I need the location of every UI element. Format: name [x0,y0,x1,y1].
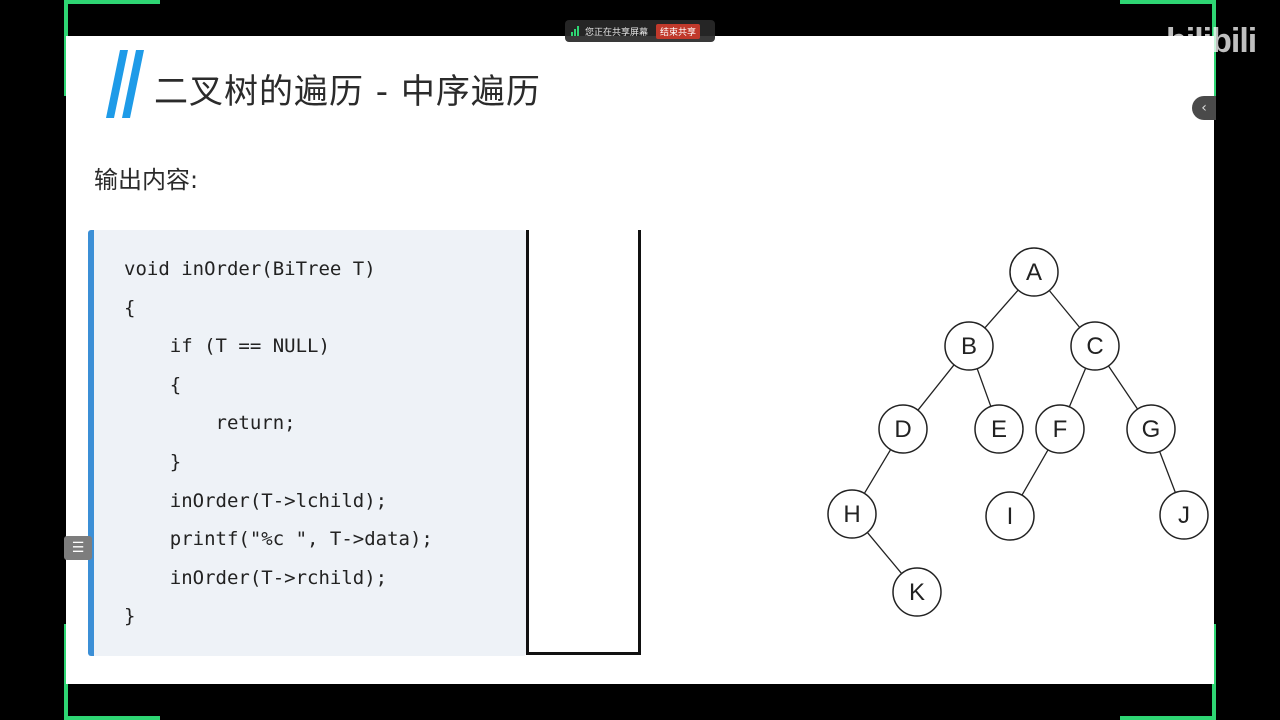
tree-node-label: D [894,416,911,443]
tree-node-circle [974,404,1024,454]
tree-node-circle [1009,247,1059,297]
signal-icon [571,26,579,36]
code-line: return; [124,412,296,435]
tree-node: B [944,321,994,371]
code-line: inOrder(T->rchild); [124,566,388,589]
frame-corner [1120,0,1216,4]
tree-node-circle [1070,321,1120,371]
tree-edge [863,449,892,494]
tree-edge [917,364,955,411]
title-decoration-icon [106,50,144,118]
stop-share-button[interactable]: 结束共享 [656,23,701,39]
frame-corner [1212,0,1216,96]
tree-node-label: I [1007,503,1014,530]
tree-node-label: B [961,333,977,360]
tree-edge [1158,451,1177,493]
tree-node-label: A [1026,259,1042,286]
tree-node: C [1070,321,1120,371]
tree-edge [984,289,1019,329]
code-line: printf("%c ", T->data); [124,528,433,551]
binary-tree-diagram: A B C D E F G H I J K [827,247,1209,617]
code-block: void inOrder(BiTree T) { if (T == NULL) {… [88,230,526,656]
tree-node: D [878,404,928,454]
slide-title: 二叉树的遍历 - 中序遍历 [154,72,541,112]
frame-corner [64,0,160,4]
tree-node-label: C [1086,333,1103,360]
tree-edge [1107,365,1139,410]
tree-node: I [985,491,1035,541]
tree-node-label: F [1053,416,1068,443]
tree-node-label: G [1142,416,1161,443]
tree-node-circle [985,491,1035,541]
code-line: if (T == NULL) [124,335,330,358]
code-line: { [124,373,182,396]
tree-node: F [1035,404,1085,454]
code-line: inOrder(T->lchild); [124,489,388,512]
stack-container [526,230,641,655]
tree-node-circle [1159,490,1209,540]
presentation-slide: 二叉树的遍历 - 中序遍历 输出内容: void inOrder(BiTree … [66,36,1214,684]
tree-node-label: H [843,501,860,528]
code-line: } [124,605,136,628]
frame-corner [1120,716,1216,720]
tree-node-label: E [991,416,1007,443]
tree-edge [976,368,992,407]
tree-edge [1021,449,1049,496]
tree-node-circle [827,489,877,539]
output-label: 输出内容: [94,166,199,194]
tree-node-circle [944,321,994,371]
tree-node: E [974,404,1024,454]
tree-edge [1068,367,1087,408]
tree-node: K [892,567,942,617]
code-line: { [124,296,136,319]
tree-node: A [1009,247,1059,297]
frame-corner [1212,624,1216,720]
tree-node-circle [1126,404,1176,454]
chevron-left-icon[interactable]: ‹ [1192,96,1216,120]
tree-node-circle [1035,404,1085,454]
watermark-logo: bilibili [1166,22,1257,60]
tree-node-label: K [909,579,925,606]
tree-edge [1048,290,1081,328]
screen-share-bar: 您正在共享屏幕 结束共享 [565,20,715,42]
frame-corner [64,716,160,720]
tree-node: G [1126,404,1176,454]
tree-node-circle [892,567,942,617]
code-line: } [124,450,182,473]
code-lines: void inOrder(BiTree T) { if (T == NULL) {… [124,250,433,636]
tree-node: J [1159,490,1209,540]
share-status: 您正在共享屏幕 [585,27,649,38]
tree-node: H [827,489,877,539]
code-line: void inOrder(BiTree T) [124,258,376,280]
list-icon[interactable]: ☰ [64,536,92,560]
tree-edge [866,532,903,574]
tree-node-circle [878,404,928,454]
tree-node-label: J [1178,502,1190,529]
